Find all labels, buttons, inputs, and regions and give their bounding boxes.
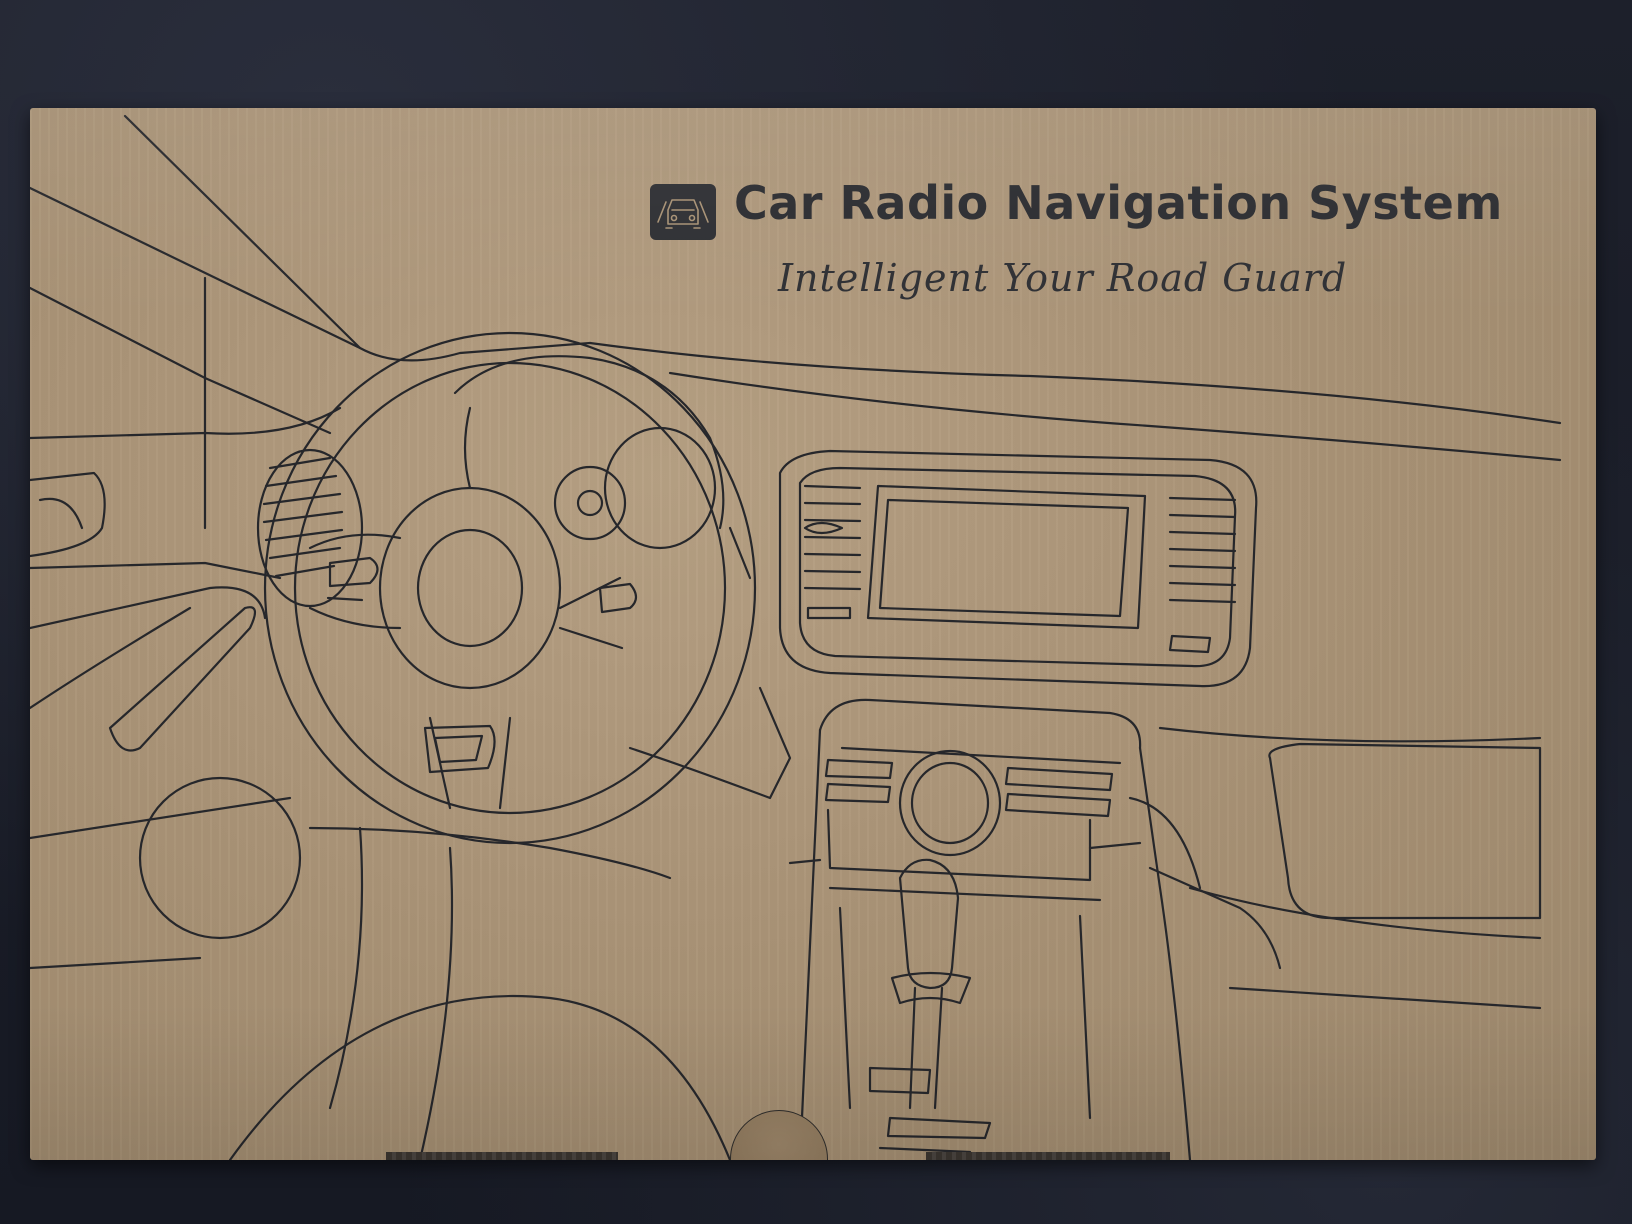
- packing-tape-left: [386, 1152, 618, 1160]
- car-dashcam-icon: [650, 184, 716, 240]
- product-tagline: Intelligent Your Road Guard: [778, 256, 1348, 300]
- dashboard-line-illustration: [30, 114, 1562, 1160]
- packing-tape-right: [926, 1152, 1170, 1160]
- product-box: Car Radio Navigation System Intelligent …: [30, 108, 1596, 1160]
- product-title: Car Radio Navigation System: [734, 176, 1503, 230]
